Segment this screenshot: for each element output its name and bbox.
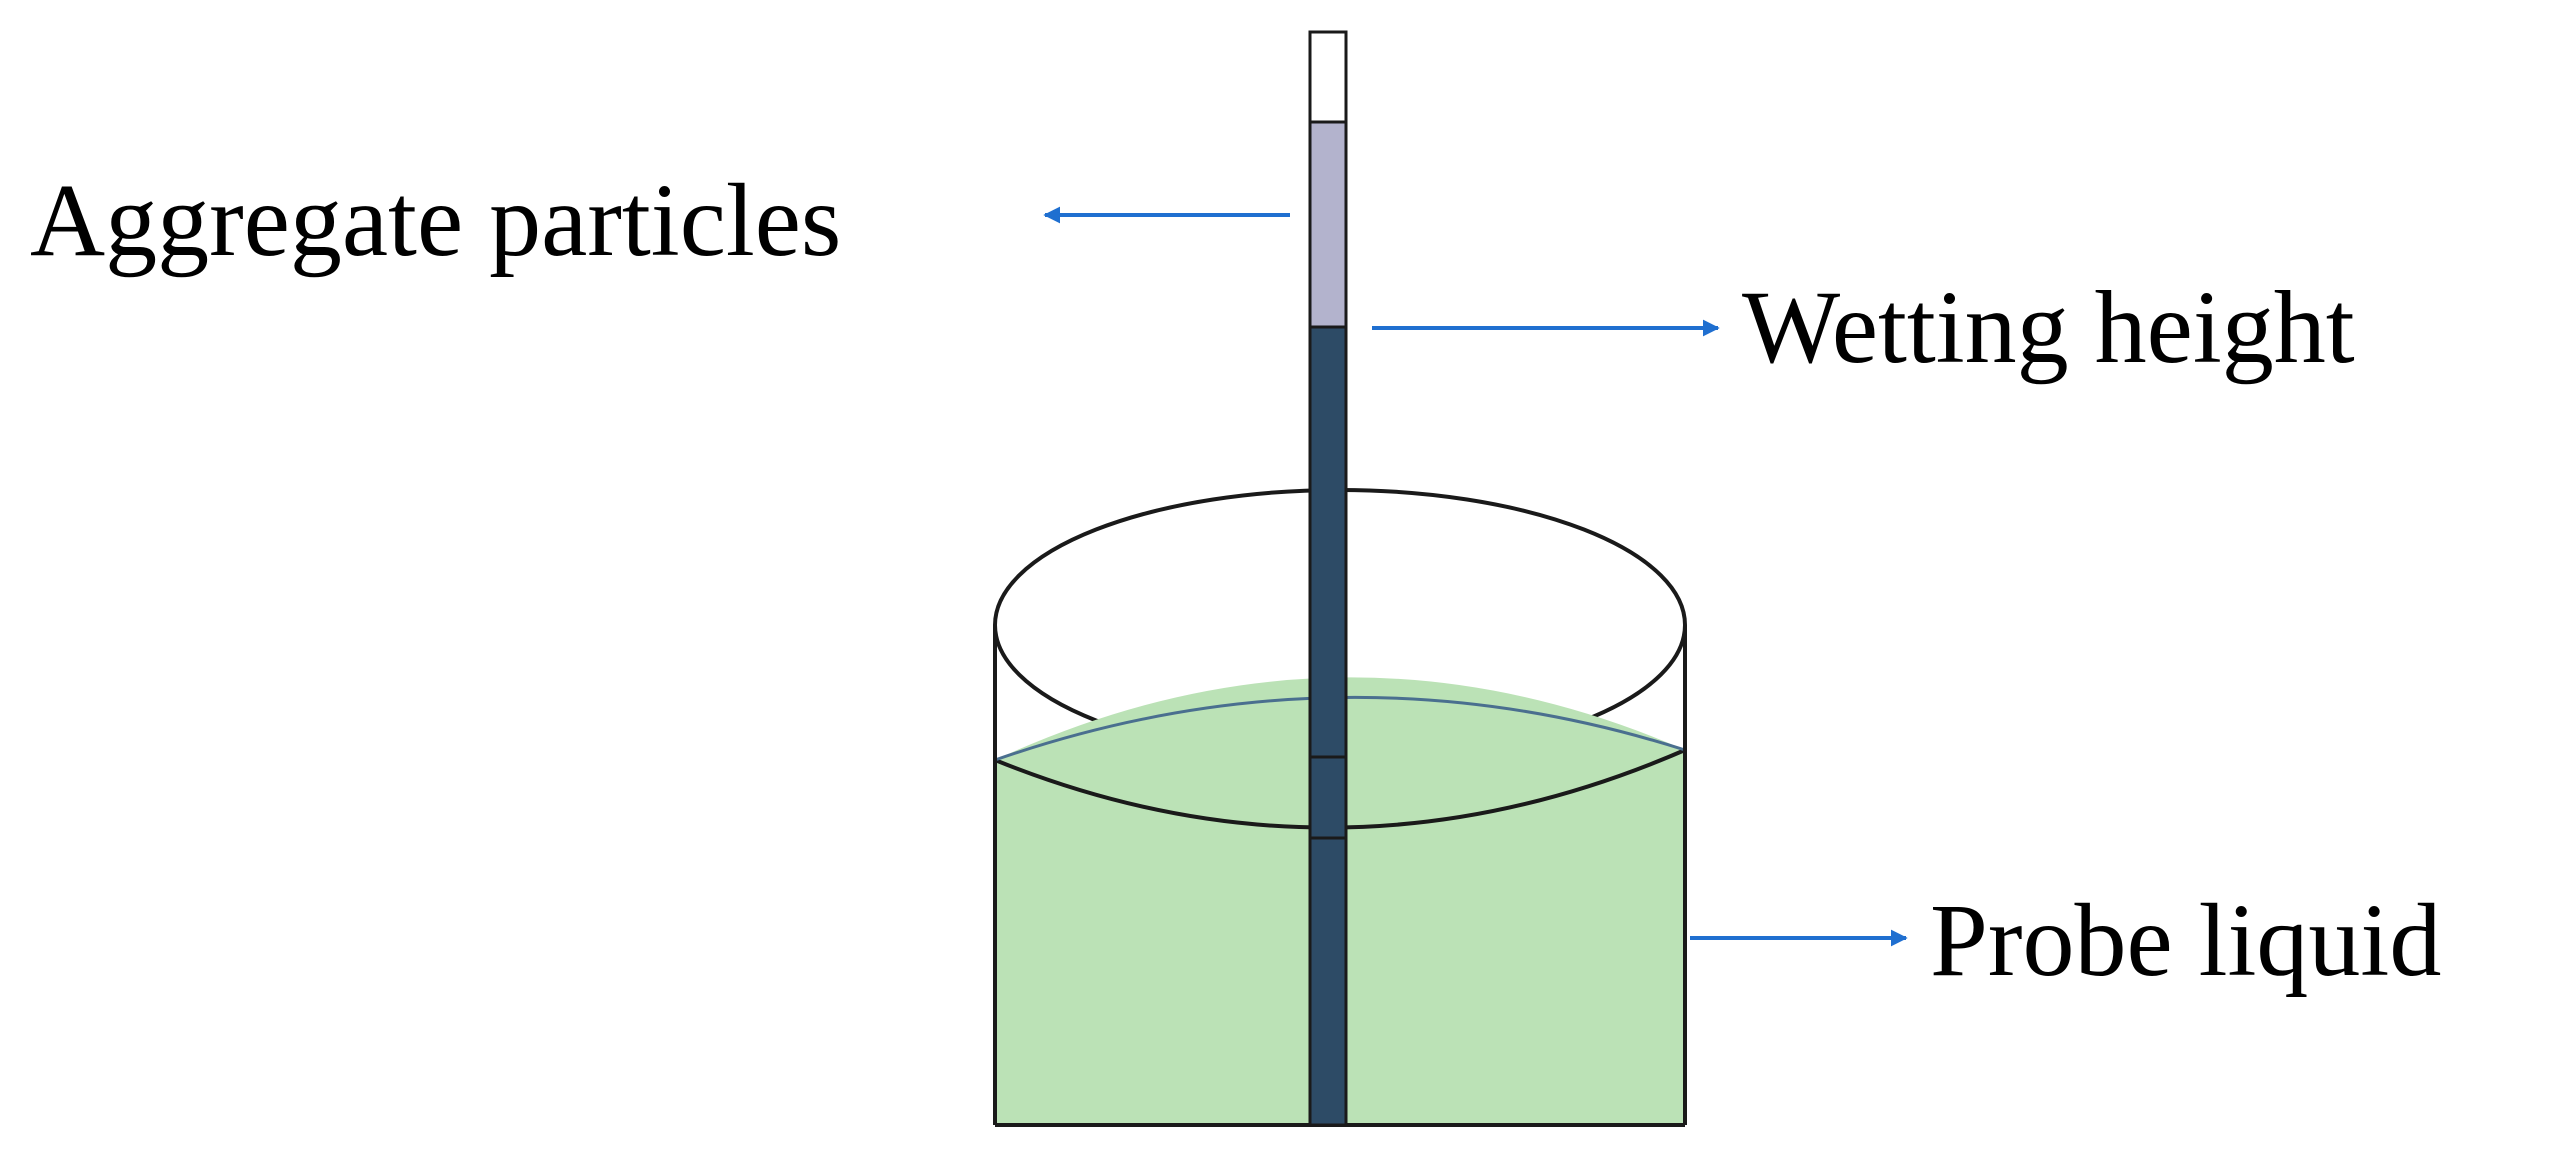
tube-empty-section	[1308, 30, 1348, 124]
tube-dry-aggregate-section	[1308, 120, 1348, 329]
probe-liquid-label: Probe liquid	[1930, 883, 2441, 998]
aggregate-particles-label: Aggregate particles	[30, 163, 841, 278]
wetting-height-label: Wetting height	[1742, 270, 2355, 385]
tube-wetted-section	[1308, 325, 1348, 1127]
